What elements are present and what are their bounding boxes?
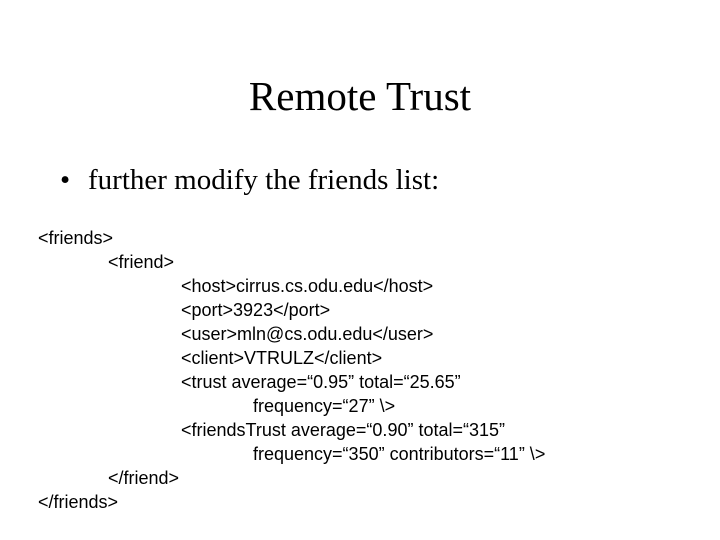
code-line-trust: <trust average=“0.95” total=“25.65” [181, 372, 461, 392]
code-line-port: <port>3923</port> [181, 300, 331, 320]
code-line-user: <user>mln@cs.odu.edu</user> [181, 324, 434, 344]
code-line-friends-close: </friends> [38, 492, 119, 512]
bullet-marker: • [60, 164, 71, 196]
bullet-text: further modify the friends list: [88, 164, 440, 196]
code-line-friends-open: <friends> [38, 228, 114, 248]
code-line-friend-close: </friend> [108, 468, 180, 488]
code-line-trust-frequency: frequency=“27” \> [253, 396, 396, 416]
code-line-friends-trust: <friendsTrust average=“0.90” total=“315” [181, 420, 506, 440]
code-line-friends-trust-frequency: frequency=“350” contributors=“11” \> [253, 444, 546, 464]
code-line-host: <host>cirrus.cs.odu.edu</host> [181, 276, 434, 296]
code-line-client: <client>VTRULZ</client> [181, 348, 383, 368]
bullet-item: • further modify the friends list: [60, 160, 439, 200]
code-line-friend-open: <friend> [108, 252, 175, 272]
slide-title: Remote Trust [248, 73, 472, 119]
